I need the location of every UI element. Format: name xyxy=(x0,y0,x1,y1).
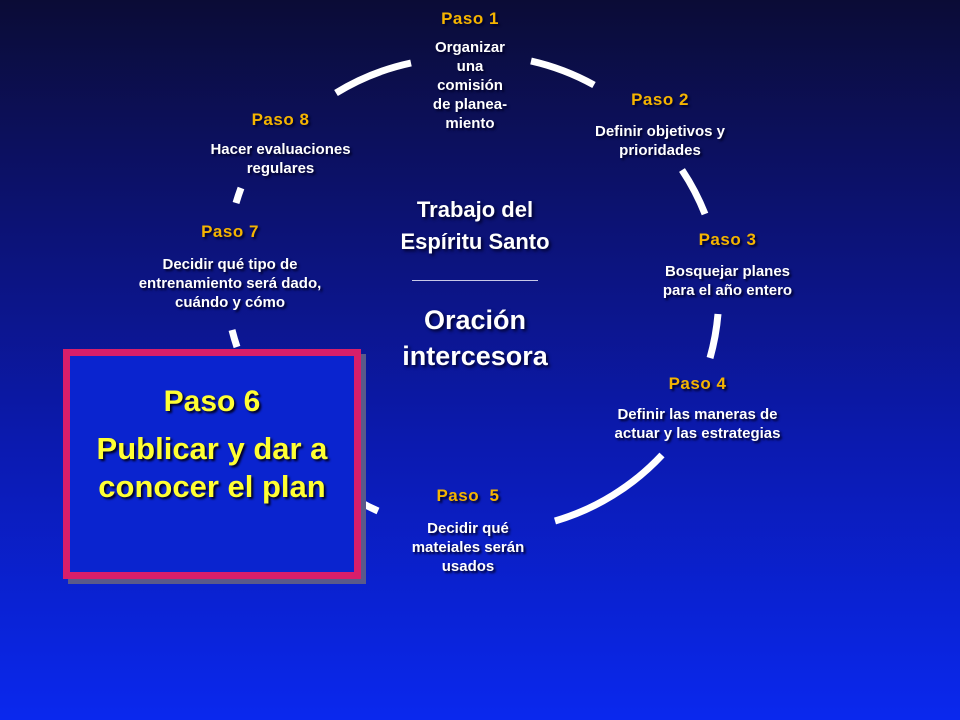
center-title: Trabajo del Espíritu Santo xyxy=(400,197,550,254)
step-8: Paso 8 Hacer evaluaciones regulares xyxy=(178,110,383,178)
step-3: Paso 3 Bosquejar planes para el año ente… xyxy=(630,230,825,300)
step-2: Paso 2 Definir objetivos y prioridades xyxy=(565,90,755,160)
step-8-text: Hacer evaluaciones regulares xyxy=(210,141,351,177)
step-1-text: Organizar una comisión de planea- miento xyxy=(432,39,508,132)
step-6-highlight-box: Paso 6 Publicar y dar a conocer el plan xyxy=(63,349,361,579)
step-4-text: Definir las maneras de actuar y las estr… xyxy=(614,406,781,442)
step-4-label: Paso 4 xyxy=(668,374,727,393)
arc-7-8 xyxy=(232,186,245,205)
step-5-text: Decidir qué mateiales serán usados xyxy=(411,520,525,575)
center-subtitle: Oración intercesora xyxy=(402,305,548,371)
step-2-text: Definir objetivos y prioridades xyxy=(594,123,726,159)
step-6-label: Paso 6 xyxy=(163,385,261,418)
step-3-text: Bosquejar planes para el año entero xyxy=(662,263,793,299)
step-8-label: Paso 8 xyxy=(251,110,310,129)
arc-8-1 xyxy=(334,59,412,96)
step-1: Paso 1 Organizar una comisión de planea-… xyxy=(400,9,540,133)
arc-3-4 xyxy=(706,313,722,359)
arc-5-6 xyxy=(358,498,380,515)
step-7-text: Decidir qué tipo de entrenamiento será d… xyxy=(138,256,322,311)
arc-6-7 xyxy=(228,329,241,349)
arc-4-5 xyxy=(554,452,665,525)
step-5: Paso 5 Decidir qué mateiales serán usado… xyxy=(392,486,544,576)
step-7-label: Paso 7 xyxy=(201,222,259,241)
arc-1-2 xyxy=(530,57,596,89)
step-3-label: Paso 3 xyxy=(698,230,757,249)
arc-2-3 xyxy=(679,168,709,216)
step-4: Paso 4 Definir las maneras de actuar y l… xyxy=(575,374,820,443)
step-1-label: Paso 1 xyxy=(441,9,499,28)
step-2-label: Paso 2 xyxy=(631,90,689,109)
step-6-text: Publicar y dar a conocer el plan xyxy=(96,431,328,504)
step-5-label: Paso 5 xyxy=(436,486,500,505)
center-divider xyxy=(412,280,538,281)
step-7: Paso 7 Decidir qué tipo de entrenamiento… xyxy=(100,222,360,312)
